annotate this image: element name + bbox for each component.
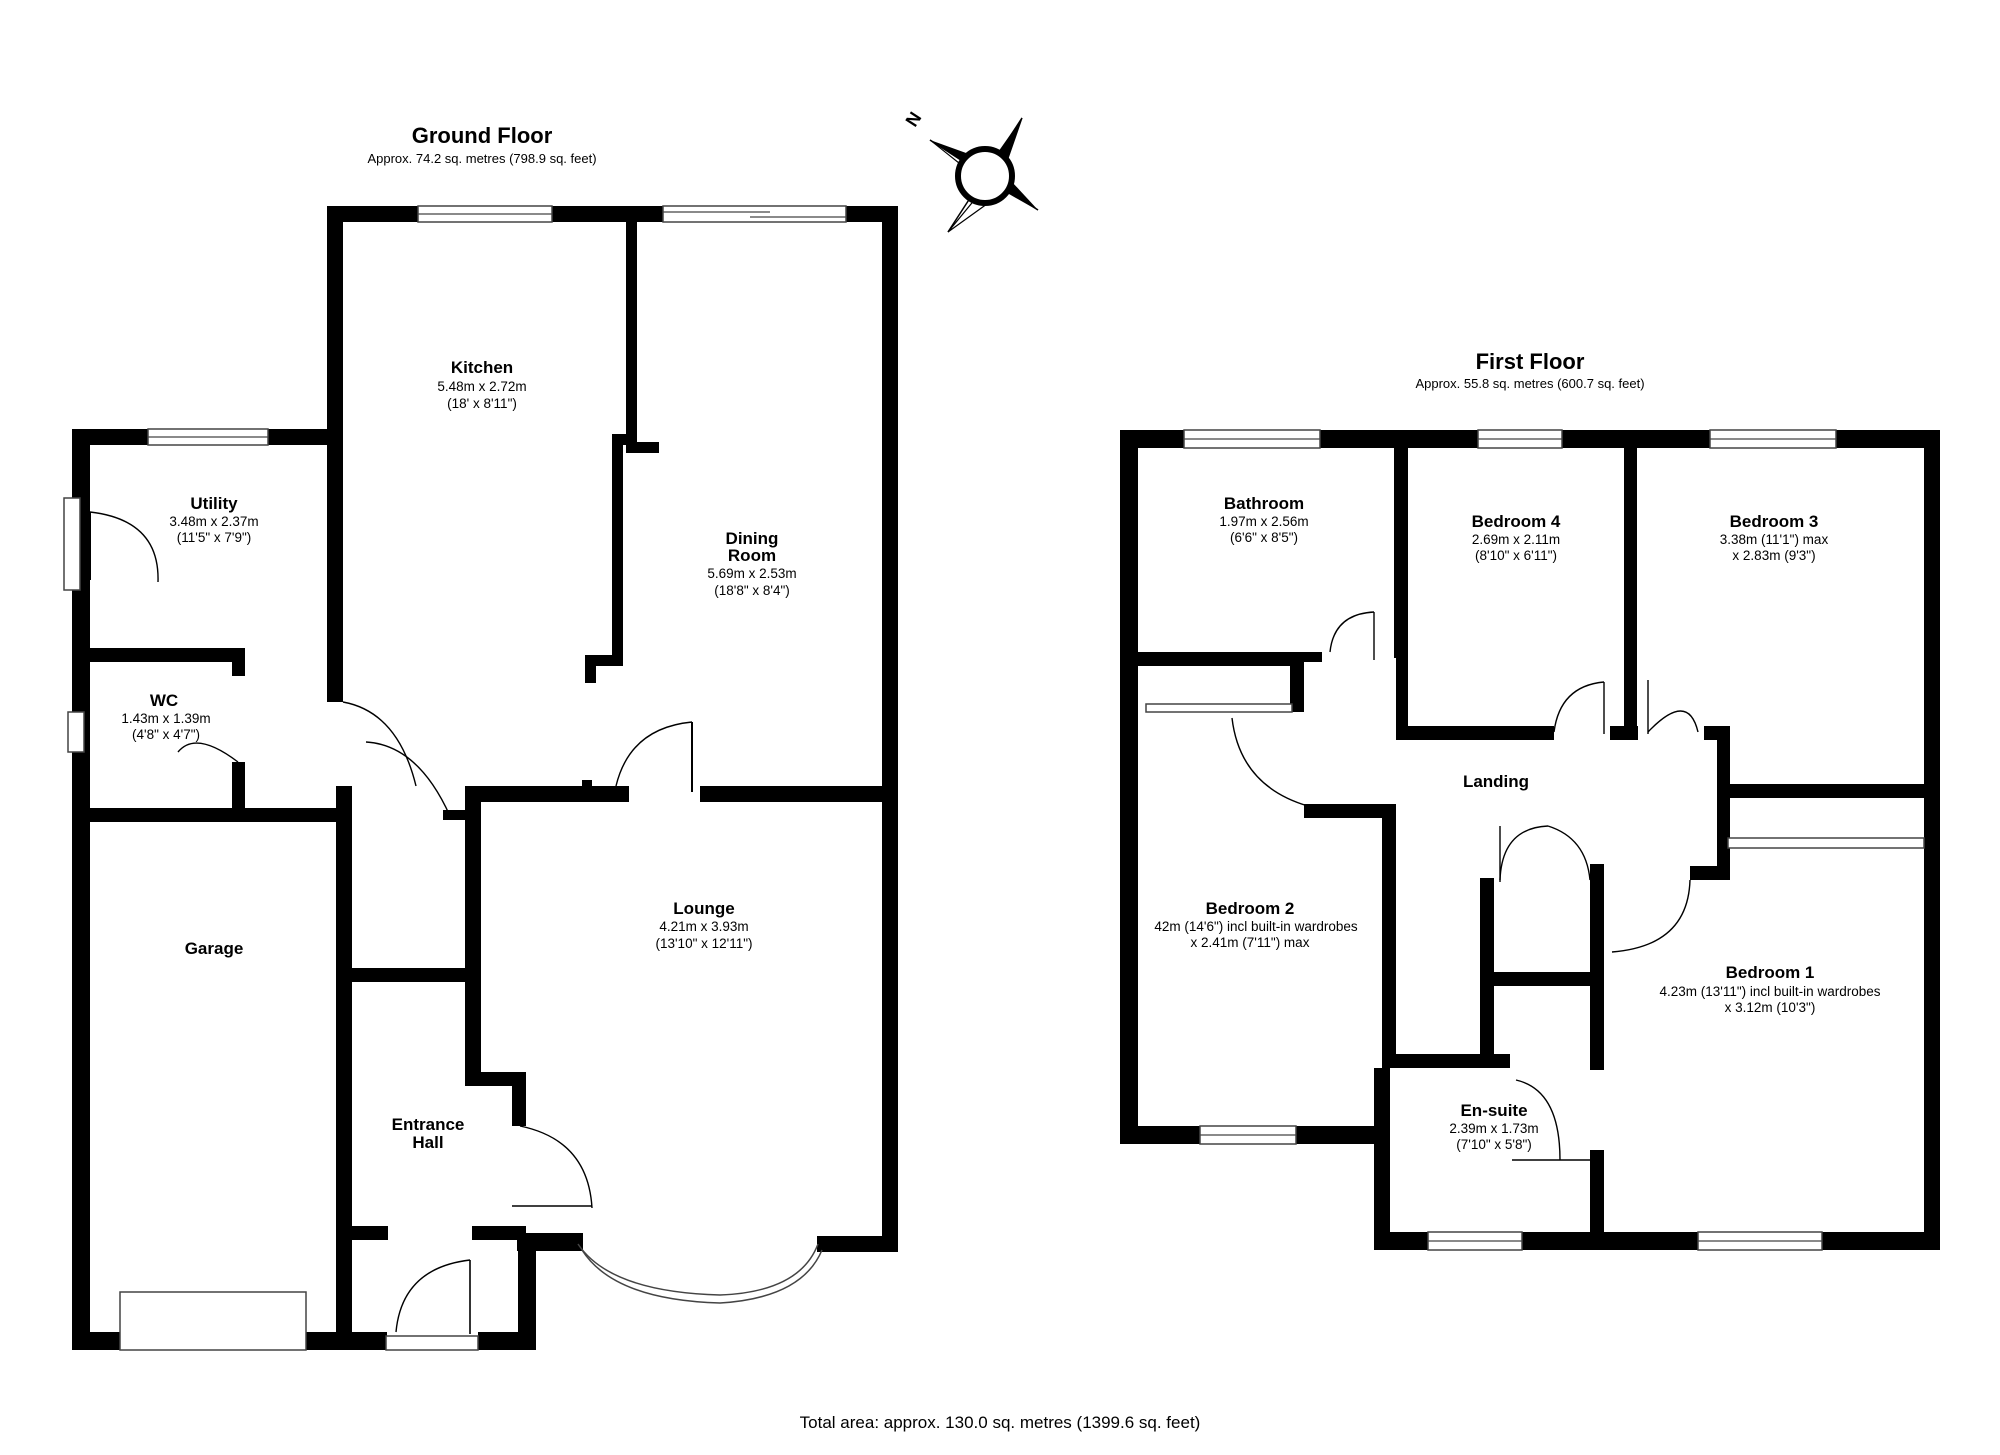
bedroom4-dims-metric: 2.69m x 2.11m (1472, 532, 1560, 547)
room-entrance-hall: Entrance Hall (392, 1115, 465, 1152)
ensuite-dims-imperial: (7'10" x 5'8") (1456, 1137, 1532, 1152)
utility-name: Utility (190, 494, 238, 513)
room-dining: Dining Room 5.69m x 2.53m (18'8" x 8'4") (707, 529, 796, 598)
ground-floor-area: Approx. 74.2 sq. metres (798.9 sq. feet) (367, 151, 596, 166)
room-landing: Landing (1463, 772, 1529, 791)
bathroom-name: Bathroom (1224, 494, 1304, 513)
dining-dims-metric: 5.69m x 2.53m (707, 566, 796, 581)
compass-icon: N (902, 108, 1039, 233)
room-bedroom-2: Bedroom 2 42m (14'6") incl built-in ward… (1154, 899, 1357, 950)
utility-dims-metric: 3.48m x 2.37m (169, 514, 258, 529)
garage-name: Garage (185, 939, 244, 958)
bedroom4-dims-imperial: (8'10" x 6'11") (1475, 548, 1557, 563)
room-bedroom-1: Bedroom 1 4.23m (13'11") incl built-in w… (1660, 963, 1881, 1015)
total-area: Total area: approx. 130.0 sq. metres (13… (800, 1413, 1201, 1432)
bedroom2-dims-line1: 42m (14'6") incl built-in wardrobes (1154, 919, 1357, 934)
bathroom-dims-imperial: (6'6" x 8'5") (1230, 530, 1298, 545)
kitchen-dims-imperial: (18' x 8'11") (447, 396, 517, 411)
room-bedroom-3: Bedroom 3 3.38m (11'1") max x 2.83m (9'3… (1720, 512, 1829, 563)
room-utility: Utility 3.48m x 2.37m (11'5" x 7'9") (169, 494, 258, 545)
dining-name-line2: Room (728, 546, 776, 565)
lounge-dims-imperial: (13'10" x 12'11") (655, 936, 752, 951)
bedroom1-name: Bedroom 1 (1726, 963, 1815, 982)
bedroom2-name: Bedroom 2 (1206, 899, 1295, 918)
room-bathroom: Bathroom 1.97m x 2.56m (6'6" x 8'5") (1219, 494, 1308, 545)
first-floor-doors (1231, 611, 1699, 1161)
room-en-suite: En-suite 2.39m x 1.73m (7'10" x 5'8") (1449, 1101, 1538, 1152)
room-garage: Garage (185, 939, 244, 958)
ensuite-name: En-suite (1460, 1101, 1527, 1120)
bedroom3-dims-line2: x 2.83m (9'3") (1732, 548, 1815, 563)
ensuite-dims-metric: 2.39m x 1.73m (1449, 1121, 1538, 1136)
first-floor-windows (1145, 429, 1925, 1251)
entrance-name-line1: Entrance (392, 1115, 465, 1134)
landing-name: Landing (1463, 772, 1529, 791)
bedroom3-dims-line1: 3.38m (11'1") max (1720, 532, 1829, 547)
lounge-dims-metric: 4.21m x 3.93m (659, 919, 748, 934)
kitchen-dims-metric: 5.48m x 2.72m (437, 379, 526, 394)
wc-dims-metric: 1.43m x 1.39m (121, 711, 210, 726)
ground-floor-title: Ground Floor (412, 123, 553, 148)
room-bedroom-4: Bedroom 4 2.69m x 2.11m (8'10" x 6'11") (1472, 512, 1561, 563)
bedroom3-name: Bedroom 3 (1730, 512, 1819, 531)
ground-floor-doors (89, 511, 693, 1334)
compass-north-label: N (902, 108, 926, 130)
bedroom1-dims-line1: 4.23m (13'11") incl built-in wardrobes (1660, 984, 1881, 999)
kitchen-name: Kitchen (451, 358, 513, 377)
dining-dims-imperial: (18'8" x 8'4") (714, 583, 790, 598)
utility-dims-imperial: (11'5" x 7'9") (177, 530, 252, 545)
wc-name: WC (150, 691, 178, 710)
bedroom4-name: Bedroom 4 (1472, 512, 1561, 531)
ground-floor-windows (63, 205, 847, 1351)
room-lounge: Lounge 4.21m x 3.93m (13'10" x 12'11") (655, 899, 752, 951)
room-kitchen: Kitchen 5.48m x 2.72m (18' x 8'11") (437, 358, 526, 411)
entrance-name-line2: Hall (412, 1133, 443, 1152)
bathroom-dims-metric: 1.97m x 2.56m (1219, 514, 1308, 529)
bedroom1-dims-line2: x 3.12m (10'3") (1725, 1000, 1816, 1015)
dining-name-line1: Dining (726, 529, 779, 548)
room-wc: WC 1.43m x 1.39m (4'8" x 4'7") (121, 691, 210, 742)
bedroom2-dims-line2: x 2.41m (7'11") max (1191, 935, 1310, 950)
first-floor-area: Approx. 55.8 sq. metres (600.7 sq. feet) (1415, 376, 1644, 391)
wc-dims-imperial: (4'8" x 4'7") (132, 727, 200, 742)
lounge-name: Lounge (673, 899, 734, 918)
first-floor-title: First Floor (1476, 349, 1585, 374)
ground-floor-walls (72, 206, 898, 1350)
